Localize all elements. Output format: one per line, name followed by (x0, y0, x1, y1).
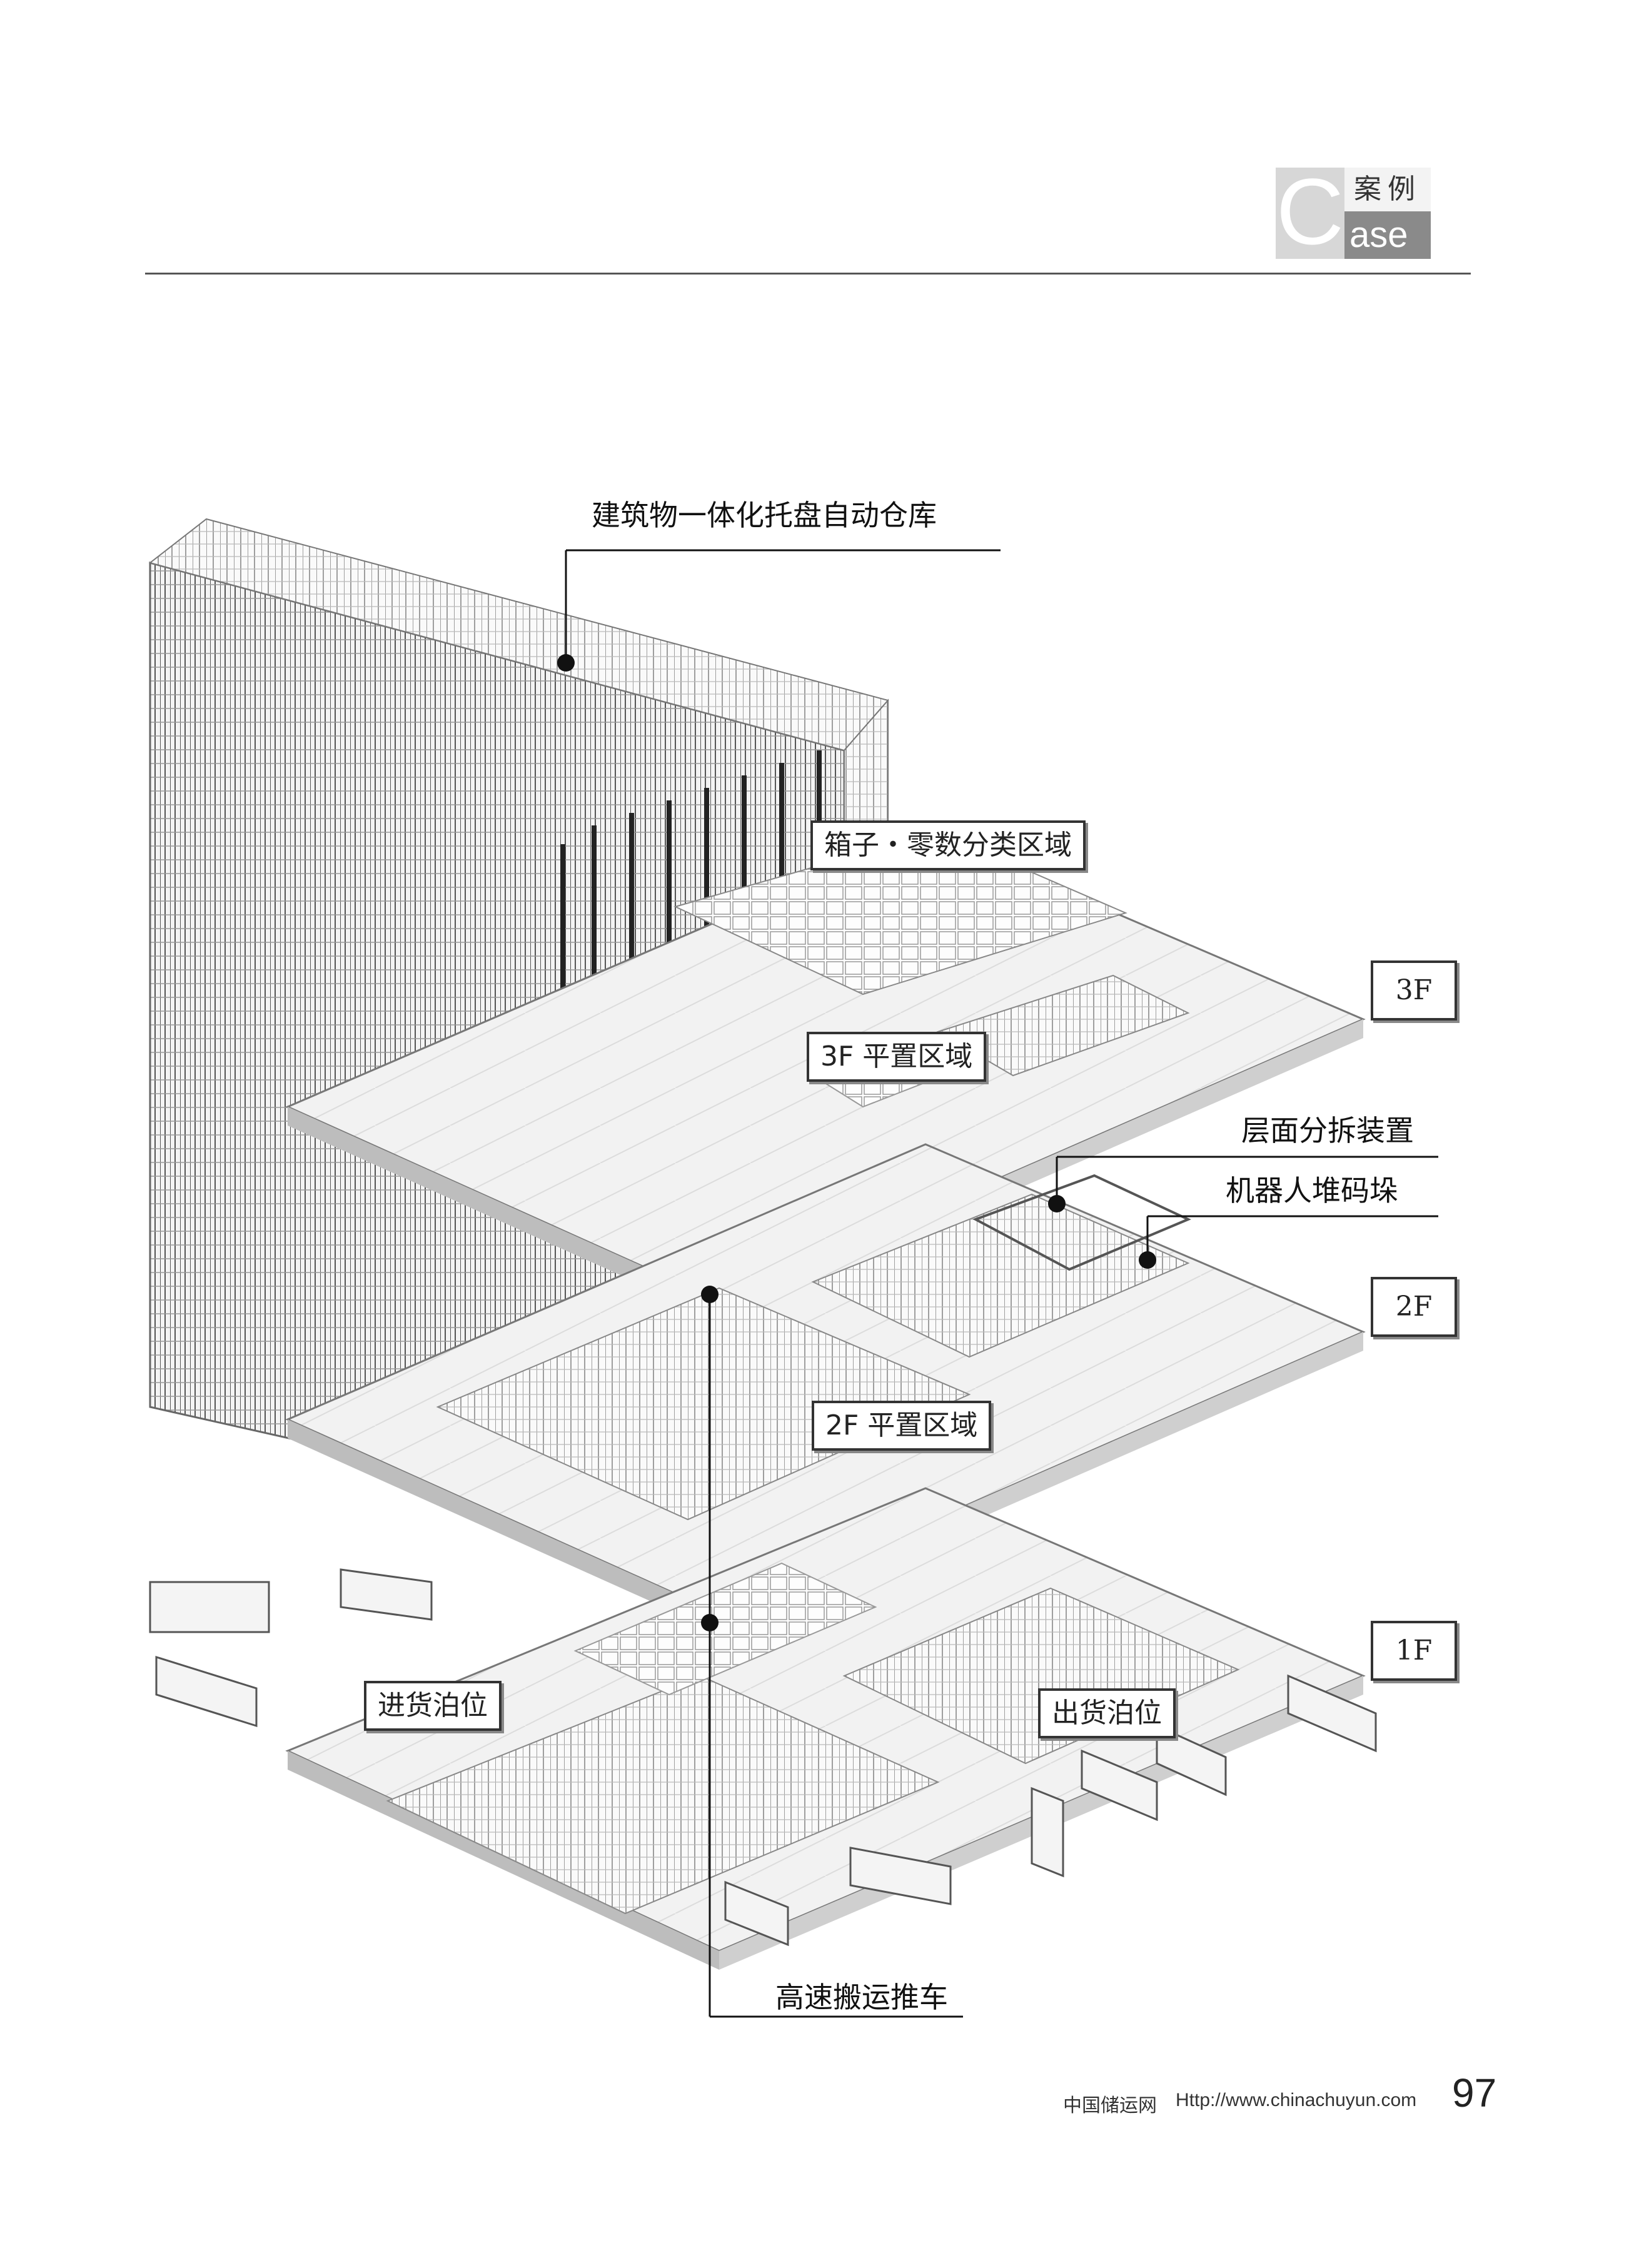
trucks (149, 1568, 1377, 1947)
callout-2f-floor-area: 2F 平置区域 (812, 1401, 992, 1451)
callout-transfer-cart: 高速搬运推车 (775, 1980, 948, 2014)
badge-letter: C (1276, 159, 1344, 264)
callout-dots (557, 654, 1156, 1631)
floor-label-1f: 1F (1371, 1621, 1457, 1681)
floor-label-3f: 3F (1371, 960, 1457, 1021)
footer-site-name: 中国储运网 (1063, 2095, 1157, 2117)
warehouse-illustration (148, 518, 1438, 2018)
callout-outbound-dock: 出货泊位 (1038, 1688, 1176, 1738)
callout-building-warehouse: 建筑物一体化托盘自动仓库 (592, 498, 937, 532)
callout-robot-stacker: 机器人堆码垛 (1226, 1174, 1398, 1207)
callout-leaders (565, 549, 1438, 2018)
callout-box-sorting-area: 箱子・零数分类区域 (810, 820, 1086, 870)
floor-label-2f: 2F (1371, 1277, 1457, 1337)
badge-en-label: ase (1344, 211, 1431, 259)
footer-url[interactable]: Http://www.chinachuyun.com (1176, 2090, 1417, 2110)
callout-inbound-dock: 进货泊位 (364, 1681, 502, 1731)
badge-cn-label: 案例 (1344, 168, 1431, 211)
header-rule (145, 273, 1471, 275)
callout-floor-splitter: 层面分拆装置 (1241, 1114, 1414, 1147)
section-badge: C 案例 ase (1276, 159, 1431, 264)
callout-3f-floor-area: 3F 平置区域 (807, 1032, 987, 1082)
page-number: 97 (1452, 2070, 1497, 2115)
